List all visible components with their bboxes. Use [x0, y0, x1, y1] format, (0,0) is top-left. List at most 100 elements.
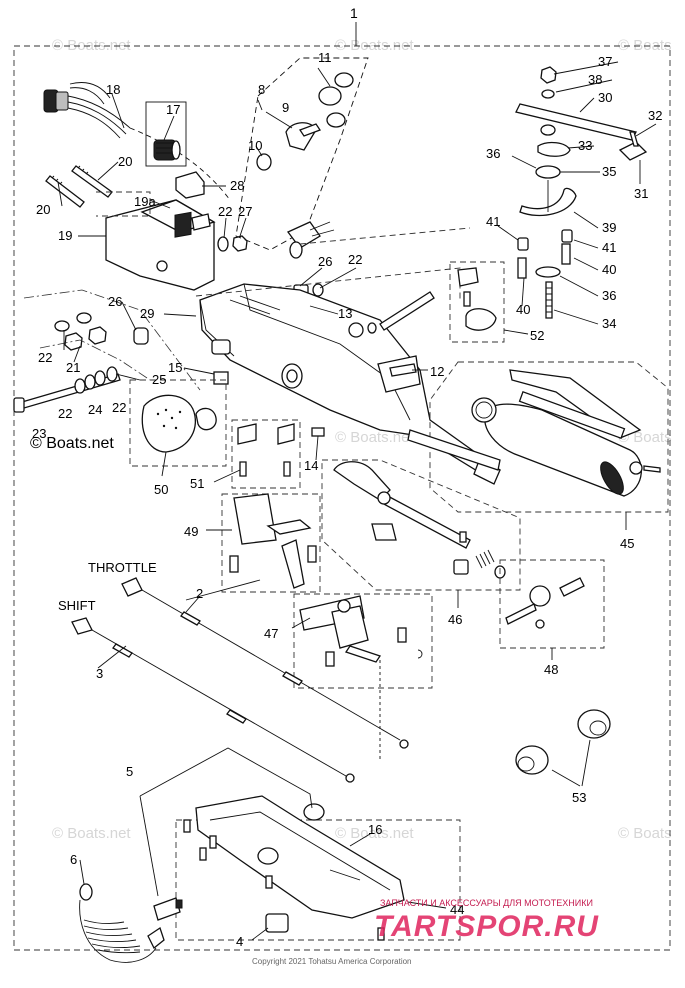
watermark-boats-4: © Boats.net [335, 429, 414, 446]
label-22a: 22 [218, 204, 232, 219]
label-34: 34 [602, 316, 616, 331]
kill-switch-group [235, 57, 369, 259]
label-40b: 40 [516, 302, 530, 317]
label-39: 39 [602, 220, 616, 235]
lanyard-6 [79, 883, 183, 963]
label-8: 8 [258, 82, 265, 97]
leader-dash-left [23, 289, 201, 391]
label-36b: 36 [602, 288, 616, 303]
label-50: 50 [154, 482, 168, 497]
label-28: 28 [230, 178, 244, 193]
watermark-boats-3: © Boats [618, 37, 672, 54]
label-2: 2 [196, 586, 203, 601]
leader-lines [57, 61, 657, 941]
shaft-14 [407, 429, 501, 471]
label-48: 48 [544, 662, 558, 677]
label-44: 44 [450, 902, 464, 917]
block-4 [265, 913, 289, 933]
label-26b: 26 [318, 254, 332, 269]
label-40a: 40 [602, 262, 616, 277]
label-35: 35 [602, 164, 616, 179]
bushing-26b [348, 322, 364, 338]
watermark-boats-8: © Boats [618, 825, 672, 842]
label-14: 14 [304, 458, 318, 473]
label-53: 53 [572, 790, 586, 805]
washer-center [367, 322, 377, 334]
clip-28 [175, 171, 205, 199]
label-49: 49 [184, 524, 198, 539]
label-46: 46 [448, 612, 462, 627]
lower-left-hardware [13, 312, 149, 413]
label-32: 32 [648, 108, 662, 123]
watermark-boats-1: © Boats.net [52, 37, 131, 54]
watermark-boats-6: © Boats.net [52, 825, 131, 842]
label-45: 45 [620, 536, 634, 551]
caption-boats-copyright: © Boats.net [30, 435, 114, 452]
label-21: 21 [66, 360, 80, 375]
label-5: 5 [126, 764, 133, 779]
bolt-center [379, 291, 435, 331]
part-labels: 1 2 3 4 5 6 8 9 10 11 12 13 14 15 16 17 … [32, 5, 662, 949]
grommet [145, 101, 187, 167]
washer-22a [217, 236, 229, 252]
grip-group-50 [129, 379, 227, 467]
label-41a: 41 [486, 214, 500, 229]
dash-top [299, 227, 471, 245]
label-19: 19 [58, 228, 72, 243]
caption-throttle: THROTTLE [88, 560, 157, 575]
watermark-shop-logo: TARTSPOR.RU [374, 910, 599, 943]
label-4: 4 [236, 934, 243, 949]
assembly-frame [13, 45, 671, 951]
label-38: 38 [588, 72, 602, 87]
wire-harness [43, 82, 231, 201]
label-12: 12 [430, 364, 444, 379]
caption-shift: SHIFT [58, 598, 96, 613]
label-51: 51 [190, 476, 204, 491]
label-20b: 20 [36, 202, 50, 217]
dash-13 [195, 267, 461, 300]
watermark-boats-2: © Boats.net [335, 37, 414, 54]
washer-22b [312, 283, 324, 297]
watermark-shop-tagline: ЗАПЧАСТИ И АКСЕССУАРЫ ДЛЯ МОТОТЕХНИКИ [380, 898, 593, 908]
label-47: 47 [264, 626, 278, 641]
control-group-49 [221, 493, 321, 593]
label-22e: 22 [112, 400, 126, 415]
label-29: 29 [140, 306, 154, 321]
label-22b: 22 [348, 252, 362, 267]
cable-group-46 [321, 459, 521, 591]
nut-27 [232, 235, 248, 252]
watermark-boats-7: © Boats.net [335, 825, 414, 842]
label-20a: 20 [118, 154, 132, 169]
clip-28b [191, 213, 211, 231]
label-31: 31 [634, 186, 648, 201]
plate-15 [213, 371, 229, 385]
shift-group-47 [293, 593, 433, 689]
label-13: 13 [338, 306, 352, 321]
leader-5 [139, 747, 313, 809]
caption-tohatsu-copyright: Copyright 2021 Tohatsu America Corporati… [252, 957, 412, 966]
friction-group-48 [499, 559, 605, 649]
label-15: 15 [168, 360, 182, 375]
label-17: 17 [166, 102, 180, 117]
leader-cable-a [185, 579, 261, 601]
plate-14 [311, 427, 325, 437]
label-33: 33 [578, 138, 592, 153]
label-37: 37 [598, 54, 612, 69]
watermark-layer: © Boats.net © Boats.net © Boats © Boats.… [52, 37, 672, 842]
label-22c: 22 [38, 350, 52, 365]
stud-bolts [45, 165, 113, 208]
plate-12 [389, 363, 417, 377]
label-18: 18 [106, 82, 120, 97]
shift-cable [71, 617, 355, 783]
label-24: 24 [88, 402, 102, 417]
label-16: 16 [368, 822, 382, 837]
label-9: 9 [282, 100, 289, 115]
label-1: 1 [350, 5, 358, 21]
label-36a: 36 [486, 146, 500, 161]
label-26a: 26 [108, 294, 122, 309]
leader-5b [139, 795, 159, 897]
label-30: 30 [598, 90, 612, 105]
label-3: 3 [96, 666, 103, 681]
label-23: 23 [32, 426, 46, 441]
